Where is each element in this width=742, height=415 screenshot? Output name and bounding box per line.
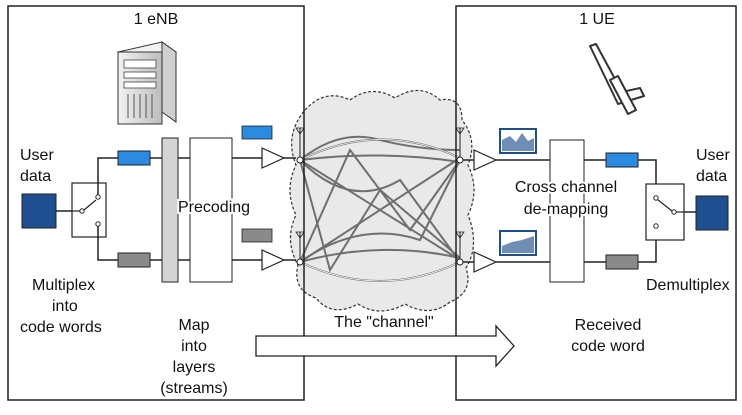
enb-map-label-2: into — [181, 338, 207, 355]
ue-user-data-label-2: data — [696, 168, 727, 185]
channel-paths — [299, 135, 461, 282]
enb-pilot-blue — [241, 125, 273, 140]
enb-title: 1 eNB — [134, 11, 178, 28]
enb-amplifier-2 — [261, 249, 286, 271]
enb-multiplex-label-3: code words — [20, 319, 102, 336]
ue-received-label-1: Received — [575, 317, 642, 334]
channel-arrow — [255, 324, 515, 368]
base-station-icon — [116, 41, 178, 125]
ue-demultiplex-label: Demultiplex — [646, 277, 730, 294]
enb-layer-map — [161, 137, 179, 283]
enb-antenna-2 — [295, 231, 305, 266]
enb-user-data-label-1: User — [20, 147, 54, 164]
enb-amplifier-1 — [261, 147, 286, 169]
enb-user-data-block — [21, 193, 57, 229]
ue-cross-channel-label-1: Cross channel — [515, 179, 617, 196]
enb-map-label-4: (streams) — [160, 380, 228, 397]
ue-demapping-block — [549, 139, 585, 283]
enb-precoding-label: Precoding — [178, 199, 250, 216]
ue-antenna-1 — [455, 127, 465, 164]
ue-user-data-label-1: User — [696, 147, 730, 164]
ue-codeword-1 — [605, 152, 639, 168]
channel-cloud — [289, 89, 475, 312]
ue-user-data-block — [695, 195, 729, 231]
ue-box — [455, 5, 737, 401]
ue-antenna-2 — [455, 231, 465, 266]
enb-precoding-block — [189, 137, 233, 283]
ue-switch-icon — [653, 195, 684, 229]
enb-box — [7, 5, 305, 401]
ue-codeword-2 — [605, 254, 639, 270]
enb-user-data-label-2: data — [20, 168, 51, 185]
enb-map-label-1: Map — [178, 317, 209, 334]
enb-multiplex-label-1: Multiplex — [32, 277, 95, 294]
ue-amplifier-2 — [473, 251, 498, 273]
ue-received-signal-1-icon — [499, 128, 537, 154]
enb-codeword-2 — [117, 252, 151, 268]
ue-amplifier-1 — [473, 149, 498, 171]
ue-received-signal-2-icon — [499, 230, 537, 256]
enb-multiplex-label-2: into — [52, 298, 78, 315]
ue-cross-channel-label-2: de-mapping — [524, 201, 609, 218]
enb-antenna-1 — [295, 127, 305, 164]
ue-title: 1 UE — [579, 11, 615, 28]
enb-multiplex-switch — [71, 182, 107, 238]
enb-pilot-gray — [241, 228, 273, 243]
channel-paths-light — [299, 139, 461, 282]
enb-map-label-3: layers — [173, 359, 216, 376]
enb-codeword-1 — [117, 150, 151, 166]
ue-received-label-2: code word — [571, 338, 645, 355]
mobile-phone-icon — [589, 43, 645, 115]
channel-label: The "channel" — [334, 314, 433, 331]
